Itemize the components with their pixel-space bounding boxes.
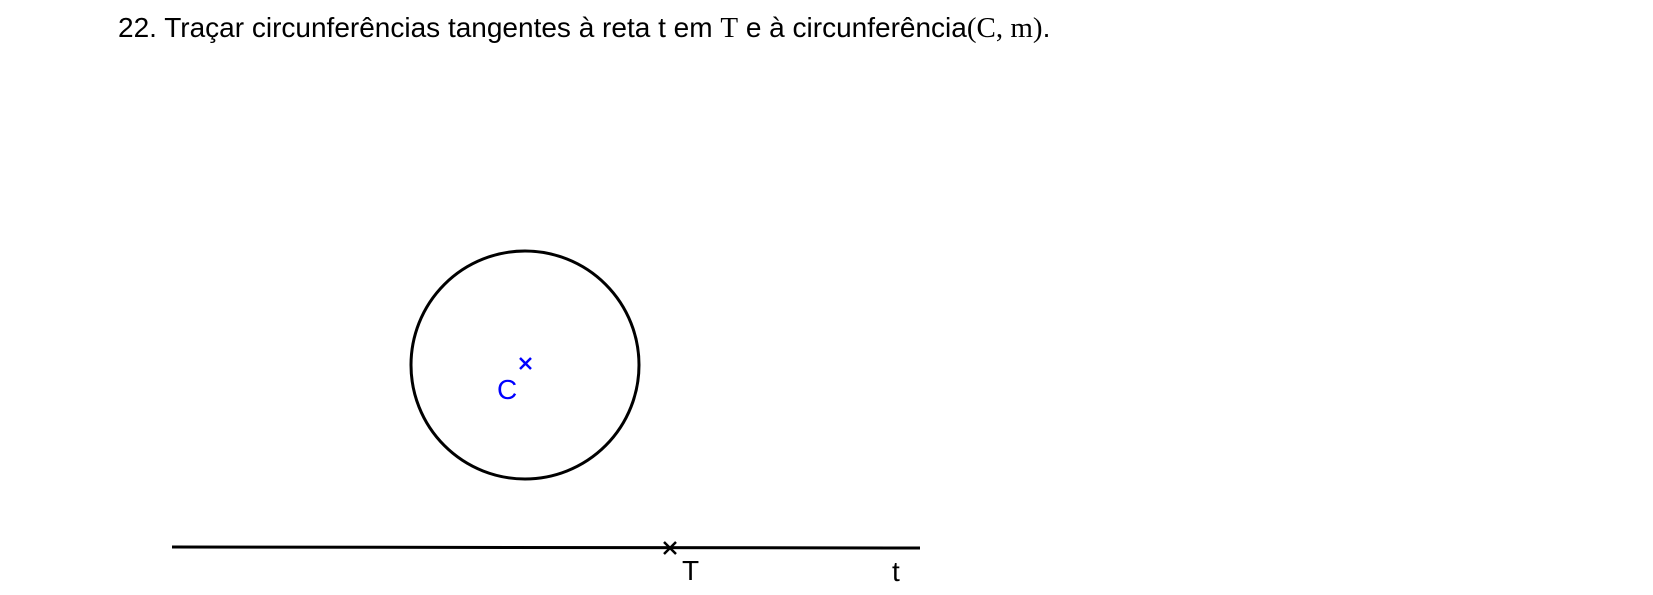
- close-paren: ): [1032, 12, 1043, 44]
- tangent-point-cross-mark: [663, 541, 677, 555]
- math-point-t: T: [720, 12, 739, 44]
- math-radius-m: m: [1010, 12, 1033, 44]
- math-center-c: C: [976, 12, 996, 44]
- exercise-statement: 22. Traçar circunferências tangentes à r…: [118, 8, 1050, 48]
- exercise-text-start: Traçar circunferências tangentes à reta …: [164, 12, 713, 43]
- line-label: t: [892, 556, 900, 587]
- tangent-point-label: T: [682, 555, 699, 586]
- comma-separator: ,: [995, 12, 1004, 44]
- end-mark: .: [1042, 12, 1051, 43]
- given-circle: [409, 249, 641, 481]
- line-t: [171, 545, 921, 550]
- exercise-text-middle: e à circunferência: [745, 12, 967, 43]
- open-paren: (: [966, 12, 977, 44]
- center-label: C: [497, 374, 517, 405]
- center-cross-mark: [519, 357, 532, 370]
- math-circle-notation: (C, m): [967, 12, 1043, 44]
- exercise-number: 22.: [118, 12, 157, 43]
